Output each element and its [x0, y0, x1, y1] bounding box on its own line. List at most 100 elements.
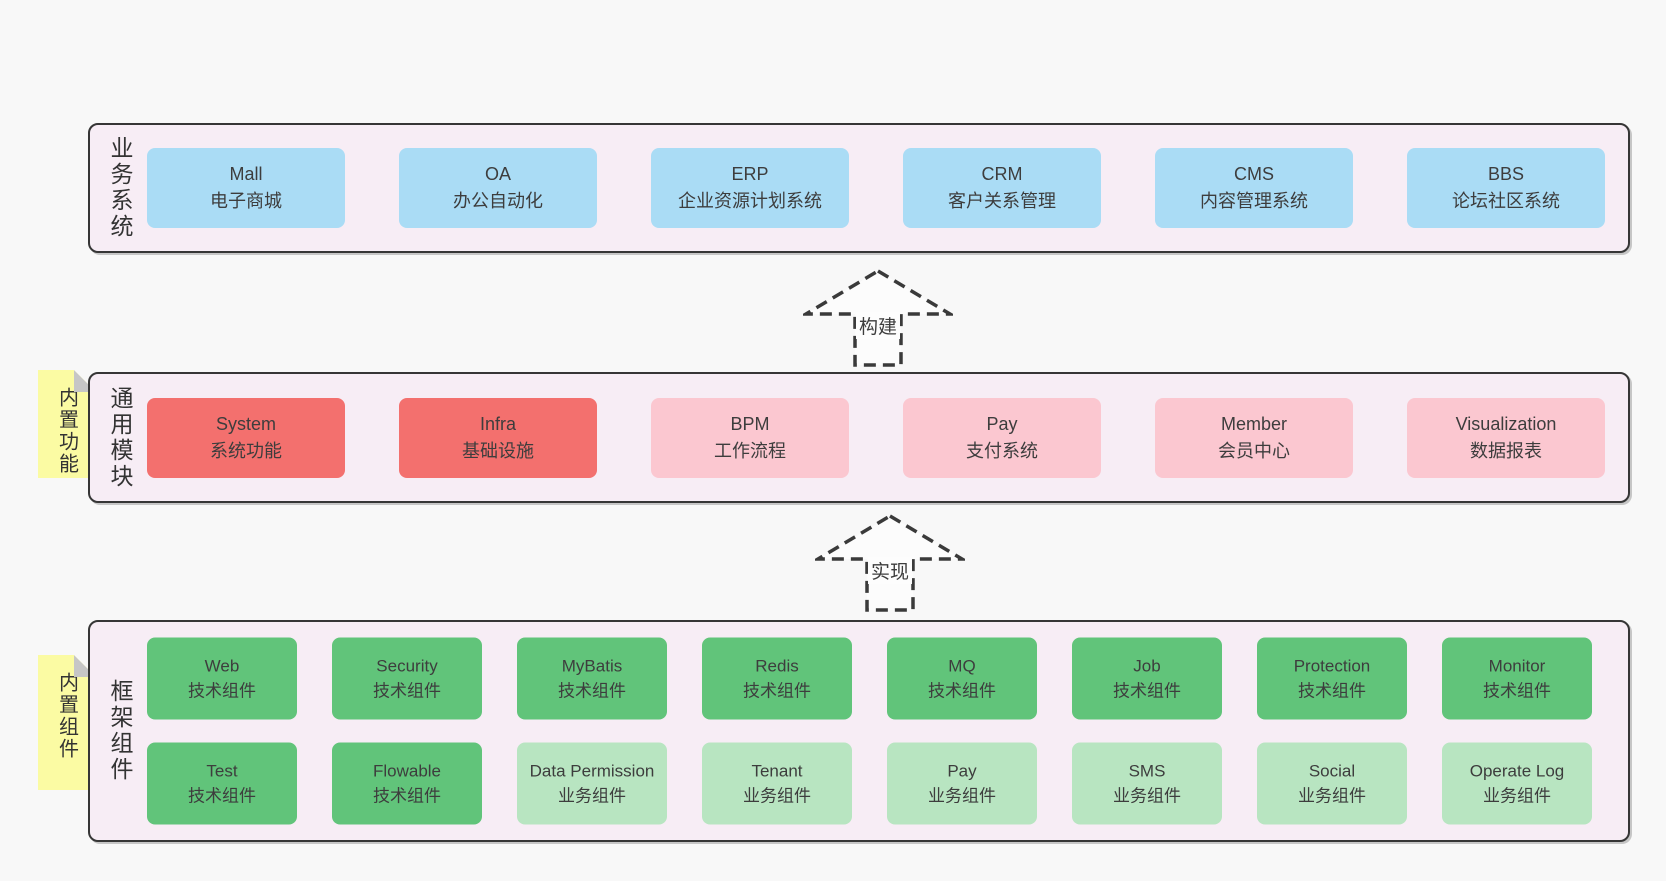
node-title: Visualization: [1455, 413, 1557, 434]
node-title: Mall: [229, 164, 263, 184]
node-title: OA: [484, 164, 511, 184]
node-subtitle: 业务组件: [928, 786, 996, 806]
arrow-up-build: 构建: [803, 268, 953, 368]
node-visualization: Visualization 数据报表: [1407, 397, 1605, 478]
node-crm: CRM 客户关系管理: [903, 148, 1101, 228]
node-title: ERP: [731, 164, 769, 184]
node-title: Pay: [986, 413, 1018, 434]
sticky-note-text: 内置组件: [55, 672, 78, 760]
arrow-up-implement: 实现: [815, 513, 965, 613]
node-title: Test: [206, 761, 238, 781]
node-title: SMS: [1128, 761, 1166, 781]
node-title: Pay: [947, 761, 977, 781]
layer-label: 框架组件: [107, 679, 133, 783]
node-subtitle: 内容管理系统: [1200, 191, 1308, 211]
node-monitor: Monitor 技术组件: [1442, 637, 1592, 720]
node-title: Protection: [1293, 656, 1371, 676]
layer-label: 通用模块: [107, 385, 133, 490]
node-subtitle: 技术组件: [928, 681, 996, 701]
sticky-note-text: 内置功能: [55, 387, 78, 475]
node-title: Flowable: [372, 761, 442, 781]
node-subtitle: 工作流程: [714, 440, 786, 461]
node-subtitle: 电子商城: [210, 191, 282, 211]
node-subtitle: 技术组件: [558, 681, 626, 701]
node-subtitle: 业务组件: [1298, 786, 1366, 806]
node-subtitle: 技术组件: [743, 681, 811, 701]
node-job: Job 技术组件: [1072, 637, 1222, 720]
node-title: Data Permission: [529, 761, 655, 781]
node-title: Tenant: [751, 761, 803, 781]
node-redis: Redis 技术组件: [702, 637, 852, 720]
node-sms: SMS 业务组件: [1072, 742, 1222, 825]
node-web: Web 技术组件: [147, 637, 297, 720]
node-title: MQ: [948, 656, 976, 676]
node-title: Security: [376, 656, 438, 676]
layer-band-common-modules: 通用模块 System 系统功能 Infra 基础设施 BPM 工作流程 Pay 支付系统 Me…: [88, 372, 1630, 503]
node-subtitle: 业务组件: [558, 786, 626, 806]
node-infra: Infra 基础设施: [399, 397, 597, 478]
node-subtitle: 技术组件: [1483, 681, 1551, 701]
node-protection: Protection 技术组件: [1257, 637, 1407, 720]
node-subtitle: 技术组件: [373, 786, 441, 806]
arrow-label: 实现: [867, 557, 913, 584]
node-title: CRM: [981, 164, 1023, 184]
node-subtitle: 办公自动化: [453, 191, 543, 211]
node-subtitle: 技术组件: [188, 681, 256, 701]
node-title: Redis: [755, 656, 799, 676]
node-subtitle: 技术组件: [1113, 681, 1181, 701]
node-subtitle: 技术组件: [188, 786, 256, 806]
node-mq: MQ 技术组件: [887, 637, 1037, 720]
node-subtitle: 业务组件: [1113, 786, 1181, 806]
node-title: Infra: [479, 413, 517, 434]
node-title: Web: [204, 656, 240, 676]
node-subtitle: 基础设施: [462, 440, 534, 461]
node-title: System: [215, 413, 276, 434]
node-subtitle: 客户关系管理: [948, 191, 1056, 211]
node-system: System 系统功能: [147, 397, 345, 478]
node-title: Job: [1133, 656, 1161, 676]
node-title: CMS: [1234, 164, 1274, 184]
node-oa: OA 办公自动化: [399, 148, 597, 228]
node-mall: Mall 电子商城: [147, 148, 345, 228]
sticky-note-builtin-features: 内置功能: [38, 370, 96, 478]
node-subtitle: 支付系统: [966, 440, 1038, 461]
node-title: BPM: [730, 413, 770, 434]
node-title: Operate Log: [1469, 761, 1565, 781]
node-bpm: BPM 工作流程: [651, 397, 849, 478]
node-social: Social 业务组件: [1257, 742, 1407, 825]
node-subtitle: 技术组件: [373, 681, 441, 701]
node-subtitle: 数据报表: [1470, 440, 1542, 461]
node-cms: CMS 内容管理系统: [1155, 148, 1353, 228]
node-subtitle: 业务组件: [1483, 786, 1551, 806]
node-mybatis: MyBatis 技术组件: [517, 637, 667, 720]
node-pay: Pay 支付系统: [903, 397, 1101, 478]
node-operate-log: Operate Log 业务组件: [1442, 742, 1592, 825]
node-security: Security 技术组件: [332, 637, 482, 720]
node-title: MyBatis: [561, 656, 623, 676]
node-subtitle: 系统功能: [210, 440, 282, 461]
node-pay: Pay 业务组件: [887, 742, 1037, 825]
node-title: Monitor: [1488, 656, 1546, 676]
node-title: Member: [1220, 413, 1287, 434]
node-subtitle: 论坛社区系统: [1452, 191, 1560, 211]
node-flowable: Flowable 技术组件: [332, 742, 482, 825]
node-subtitle: 业务组件: [743, 786, 811, 806]
layer-label: 业务系统: [107, 136, 133, 240]
node-data-permission: Data Permission 业务组件: [517, 742, 667, 825]
node-tenant: Tenant 业务组件: [702, 742, 852, 825]
node-subtitle: 技术组件: [1298, 681, 1366, 701]
node-title: Social: [1308, 761, 1356, 781]
